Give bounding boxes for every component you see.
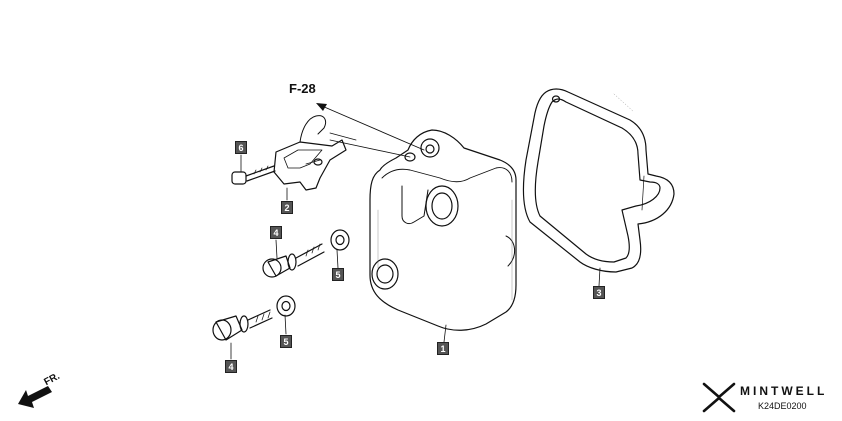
front-direction-arrow [18,386,52,408]
reference-label: F-28 [289,81,316,96]
bolt-lower [212,309,273,341]
callout-1: 1 [437,342,449,355]
gasket [522,88,675,273]
cylinder-head-cover [369,129,517,331]
callout-2: 2 [281,201,293,214]
diagram-code: K24DE0200 [758,401,807,411]
clamp [273,115,347,191]
bolt-small [231,165,276,185]
brand-logo-mark [702,382,736,413]
bolt-upper [262,243,325,278]
callout-4-lower: 4 [225,360,237,373]
callout-3: 3 [593,286,605,299]
callout-5-upper: 5 [332,268,344,281]
callout-6: 6 [235,141,247,154]
callout-5-lower: 5 [280,335,292,348]
washer-lower [276,295,296,317]
brand-name: MINTWELL [740,384,828,398]
reference-arrow [316,103,425,151]
callout-4-upper: 4 [270,226,282,239]
leader-lines [230,132,601,360]
washer-upper [330,229,350,251]
